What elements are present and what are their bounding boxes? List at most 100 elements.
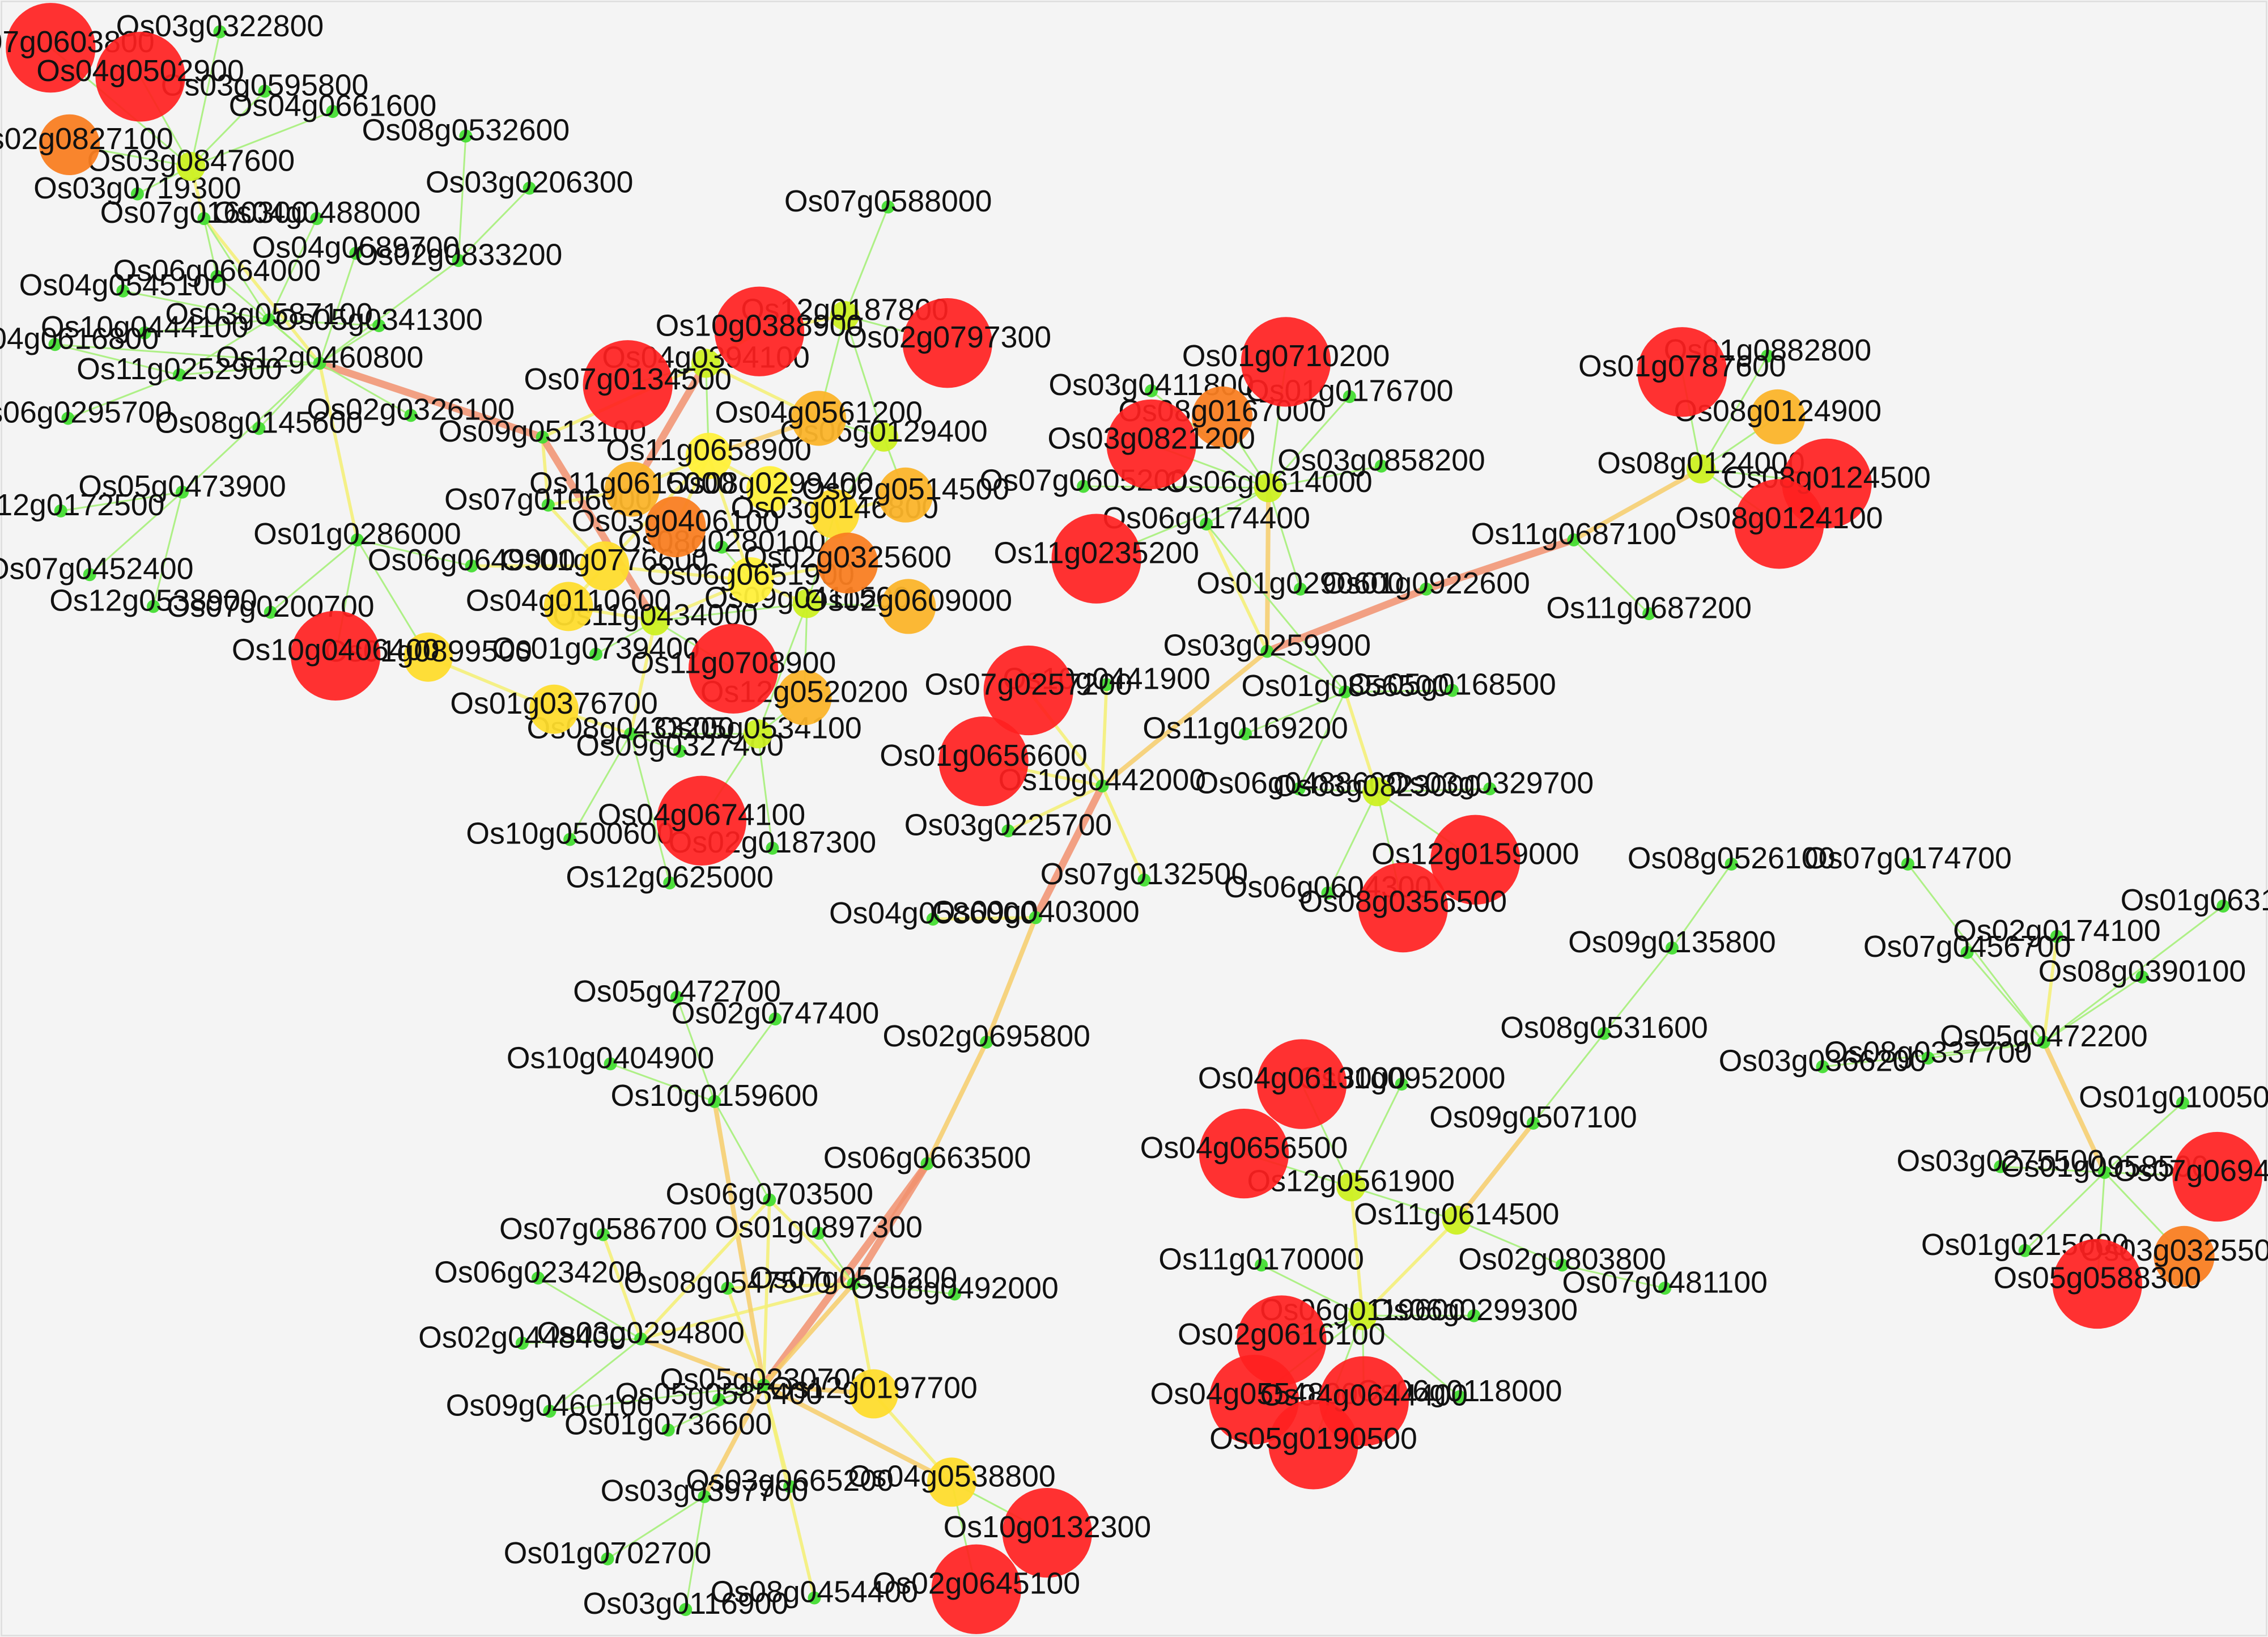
gene-node-circle[interactable] — [920, 1157, 934, 1171]
gene-node-circle[interactable] — [596, 1228, 610, 1241]
gene-node-circle[interactable] — [1430, 815, 1521, 905]
gene-node-circle[interactable] — [1343, 390, 1356, 404]
gene-node-circle[interactable] — [1348, 1301, 1377, 1330]
gene-node-circle[interactable] — [878, 467, 933, 523]
gene-node-circle[interactable] — [983, 645, 1073, 736]
gene-node[interactable]: Os09g0507100 — [1429, 1100, 1637, 1134]
gene-node-circle[interactable] — [2018, 1244, 2032, 1257]
gene-node-circle[interactable] — [1686, 454, 1716, 484]
gene-node[interactable]: Os04g0656500 — [1140, 1108, 1348, 1199]
gene-node-circle[interactable] — [1321, 887, 1335, 900]
gene-node[interactable]: Os05g0168500 — [1348, 668, 1556, 702]
gene-node-circle[interactable] — [1336, 1172, 1366, 1202]
gene-node-circle[interactable] — [847, 1277, 860, 1291]
gene-node-circle[interactable] — [1001, 824, 1015, 838]
gene-node[interactable]: Os01g0922600 — [1322, 566, 1530, 600]
gene-node[interactable]: Os03g0665200 — [686, 1464, 894, 1498]
gene-node[interactable]: Os10g0406400 — [232, 610, 440, 701]
gene-node-circle[interactable] — [688, 624, 779, 714]
gene-node-circle[interactable] — [515, 1337, 529, 1350]
gene-node[interactable]: Os01g0286000 — [253, 517, 461, 551]
gene-node-circle[interactable] — [1294, 582, 1307, 596]
gene-node[interactable]: Os12g0625000 — [566, 860, 774, 894]
gene-node-circle[interactable] — [624, 727, 638, 741]
gene-node-circle[interactable] — [776, 670, 832, 726]
gene-node[interactable]: Os08g0145600 — [155, 405, 363, 439]
gene-node-circle[interactable] — [1239, 727, 1252, 741]
gene-node[interactable]: Os04g0110600 — [466, 582, 672, 631]
gene-node[interactable]: Os03g0411800 — [1048, 368, 1254, 402]
gene-node-circle[interactable] — [2216, 899, 2230, 913]
gene-node-circle[interactable] — [938, 716, 1029, 807]
gene-node-circle[interactable] — [757, 1379, 771, 1392]
gene-node[interactable]: Os01g0897300 — [715, 1210, 923, 1244]
gene-node-circle[interactable] — [604, 1057, 617, 1071]
gene-node[interactable]: Os10g0442000 — [999, 763, 1207, 797]
gene-node-circle[interactable] — [1137, 873, 1151, 887]
gene-node-circle[interactable] — [1106, 399, 1196, 490]
gene-node[interactable]: Os12g0538900 — [49, 584, 257, 618]
gene-node-circle[interactable] — [452, 254, 465, 268]
gene-node[interactable]: Os01g0710200 — [1182, 317, 1390, 407]
gene-node-circle[interactable] — [1292, 782, 1306, 796]
gene-node[interactable]: Os10g0159600 — [611, 1079, 819, 1113]
gene-node-circle[interactable] — [1483, 782, 1497, 796]
gene-node-circle[interactable] — [601, 1552, 614, 1566]
gene-node[interactable]: Os02g0174100 — [1953, 914, 2161, 948]
gene-node[interactable]: Os08g0454400 — [711, 1575, 919, 1609]
gene-node-circle[interactable] — [1256, 1039, 1347, 1129]
gene-node-circle[interactable] — [645, 496, 706, 558]
gene-node[interactable]: Os02g0827100 — [0, 114, 173, 175]
gene-node-circle[interactable] — [812, 1227, 826, 1240]
gene-node-circle[interactable] — [763, 1193, 776, 1207]
gene-node[interactable]: Os04g0661600 — [229, 88, 437, 122]
gene-node-circle[interactable] — [931, 1544, 1021, 1634]
gene-node-circle[interactable] — [661, 1423, 675, 1437]
gene-node-circle[interactable] — [1960, 945, 1974, 959]
gene-node-circle[interactable] — [1362, 777, 1392, 807]
gene-node[interactable]: Os10g0404900 — [507, 1041, 715, 1075]
gene-node-circle[interactable] — [2176, 1096, 2189, 1110]
gene-node[interactable]: Os07g0174700 — [1804, 841, 2012, 875]
gene-node[interactable]: Os04g0674100 — [598, 775, 806, 866]
gene-node[interactable]: Os04g0689700 — [252, 231, 460, 265]
gene-node[interactable]: Os12g0197700 — [770, 1369, 978, 1419]
gene-node[interactable]: Os02g0448400 — [418, 1320, 626, 1354]
gene-node[interactable]: Os05g0190500 — [1209, 1399, 1417, 1490]
gene-node-circle[interactable] — [176, 152, 206, 181]
gene-node[interactable]: Os06g0649900 — [368, 543, 576, 577]
gene-node[interactable]: Os04g0613000 — [1198, 1039, 1406, 1129]
gene-node-circle[interactable] — [583, 340, 673, 430]
gene-node-circle[interactable] — [138, 326, 151, 340]
gene-node[interactable]: Os03g0821200 — [1047, 399, 1255, 490]
gene-node-circle[interactable] — [830, 301, 860, 330]
gene-node-circle[interactable] — [1750, 389, 1806, 444]
gene-node[interactable]: Os12g0460800 — [216, 341, 424, 375]
gene-node-circle[interactable] — [1268, 1399, 1358, 1490]
gene-node-circle[interactable] — [210, 270, 224, 283]
gene-node-circle[interactable] — [197, 212, 211, 226]
gene-node-circle[interactable] — [715, 540, 729, 554]
gene-node[interactable]: Os07g0588000 — [784, 184, 992, 218]
gene-node-circle[interactable] — [589, 647, 603, 661]
gene-node-circle[interactable] — [291, 610, 381, 701]
gene-node-circle[interactable] — [2052, 1239, 2142, 1329]
gene-node[interactable]: Os09g0403000 — [932, 895, 1140, 929]
gene-node-circle[interactable] — [1452, 1390, 1466, 1403]
gene-node[interactable]: Os10g0388900 — [656, 286, 864, 376]
gene-node-circle[interactable] — [1255, 1258, 1268, 1272]
gene-node[interactable]: Os07g0694300 — [2113, 1131, 2268, 1222]
gene-node-circle[interactable] — [1077, 480, 1090, 493]
gene-node[interactable]: Os01g0376700 — [450, 684, 658, 734]
gene-node[interactable]: Os03g0225700 — [904, 808, 1112, 842]
gene-node-circle[interactable] — [531, 1271, 545, 1285]
gene-node-circle[interactable] — [130, 187, 144, 201]
gene-node-circle[interactable] — [1254, 473, 1283, 503]
gene-node[interactable]: Os02g0326100 — [307, 393, 515, 427]
gene-node-circle[interactable] — [147, 600, 160, 613]
gene-node-circle[interactable] — [404, 632, 453, 682]
gene-node-circle[interactable] — [213, 25, 227, 39]
gene-node[interactable]: Os07g0160300 — [100, 196, 308, 230]
gene-node[interactable]: Os05g0341300 — [275, 303, 483, 337]
gene-node-circle[interactable] — [2172, 1131, 2262, 1222]
